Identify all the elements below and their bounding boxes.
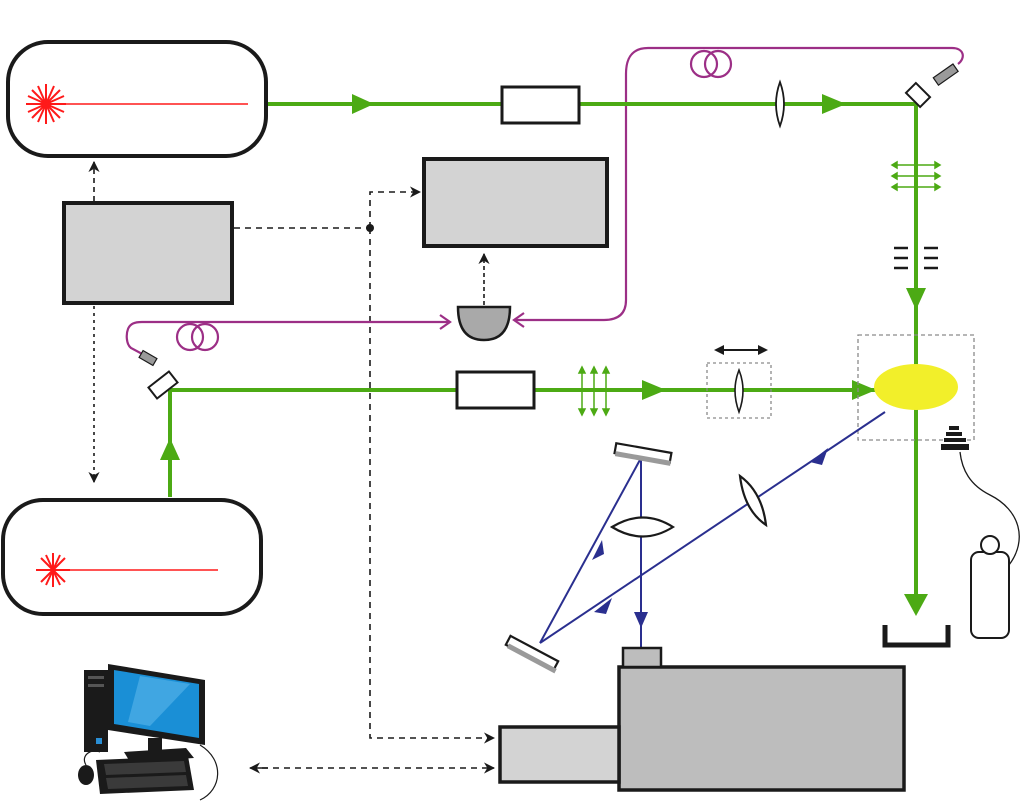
oscilloscope-box (422, 157, 609, 248)
signal-arrow (634, 612, 648, 628)
camera-box (498, 725, 621, 784)
gas-nozzle-icon (941, 426, 969, 450)
signal-lines (88, 160, 496, 774)
beam-arrow (852, 380, 876, 400)
mouse-icon (78, 750, 101, 785)
keyboard-icon (96, 756, 194, 794)
focusing-lens (609, 516, 676, 538)
waveplate-icon (894, 246, 938, 270)
photodiode (456, 305, 512, 342)
upper-green-beam (268, 102, 918, 612)
spectrometer (498, 646, 906, 792)
signal-arrow (594, 598, 612, 614)
laser-1 (6, 40, 268, 158)
interaction-volume (874, 364, 958, 410)
lens-upper (775, 79, 785, 129)
beam-arrow (642, 380, 666, 400)
computer (78, 664, 219, 801)
mirror-top-blue (613, 441, 673, 466)
attenuator-upper (500, 85, 581, 125)
polarization-vertical-icon (577, 365, 611, 417)
laser-2 (1, 498, 263, 616)
beam-arrow (904, 594, 928, 616)
pc-tower-icon (84, 670, 108, 752)
raman-signal-path (539, 411, 886, 648)
translatable-lens (706, 345, 772, 419)
trigger-to-scope-arrow (369, 186, 422, 228)
controller-box (62, 201, 234, 305)
beam-arrow (160, 438, 180, 460)
monitor-cable (199, 744, 219, 801)
gas-cylinder (941, 426, 1020, 639)
signal-arrow (810, 448, 828, 465)
monitor-icon (108, 664, 205, 762)
laser-spark-icon (26, 84, 66, 124)
entrance-slit (621, 646, 663, 669)
beam-arrow (822, 94, 846, 114)
laser-spark-icon (36, 553, 70, 587)
mirror-upper-right (904, 63, 959, 109)
trigger-to-camera-arrow (369, 228, 496, 744)
fiber-lower (125, 314, 452, 357)
beam-arrow (906, 288, 926, 310)
beam-dump (882, 625, 951, 648)
mirror-lower-left (138, 349, 179, 400)
polarization-horizontal-icon (890, 160, 942, 192)
collection-lens (738, 473, 768, 528)
junction-dot (366, 224, 374, 232)
mirror-bottom-blue (504, 634, 560, 674)
attenuator-lower (455, 370, 536, 410)
signal-arrow (592, 540, 604, 560)
beam-arrow (352, 94, 374, 114)
fiber-upper (512, 46, 964, 328)
interaction-region-box (857, 334, 975, 441)
